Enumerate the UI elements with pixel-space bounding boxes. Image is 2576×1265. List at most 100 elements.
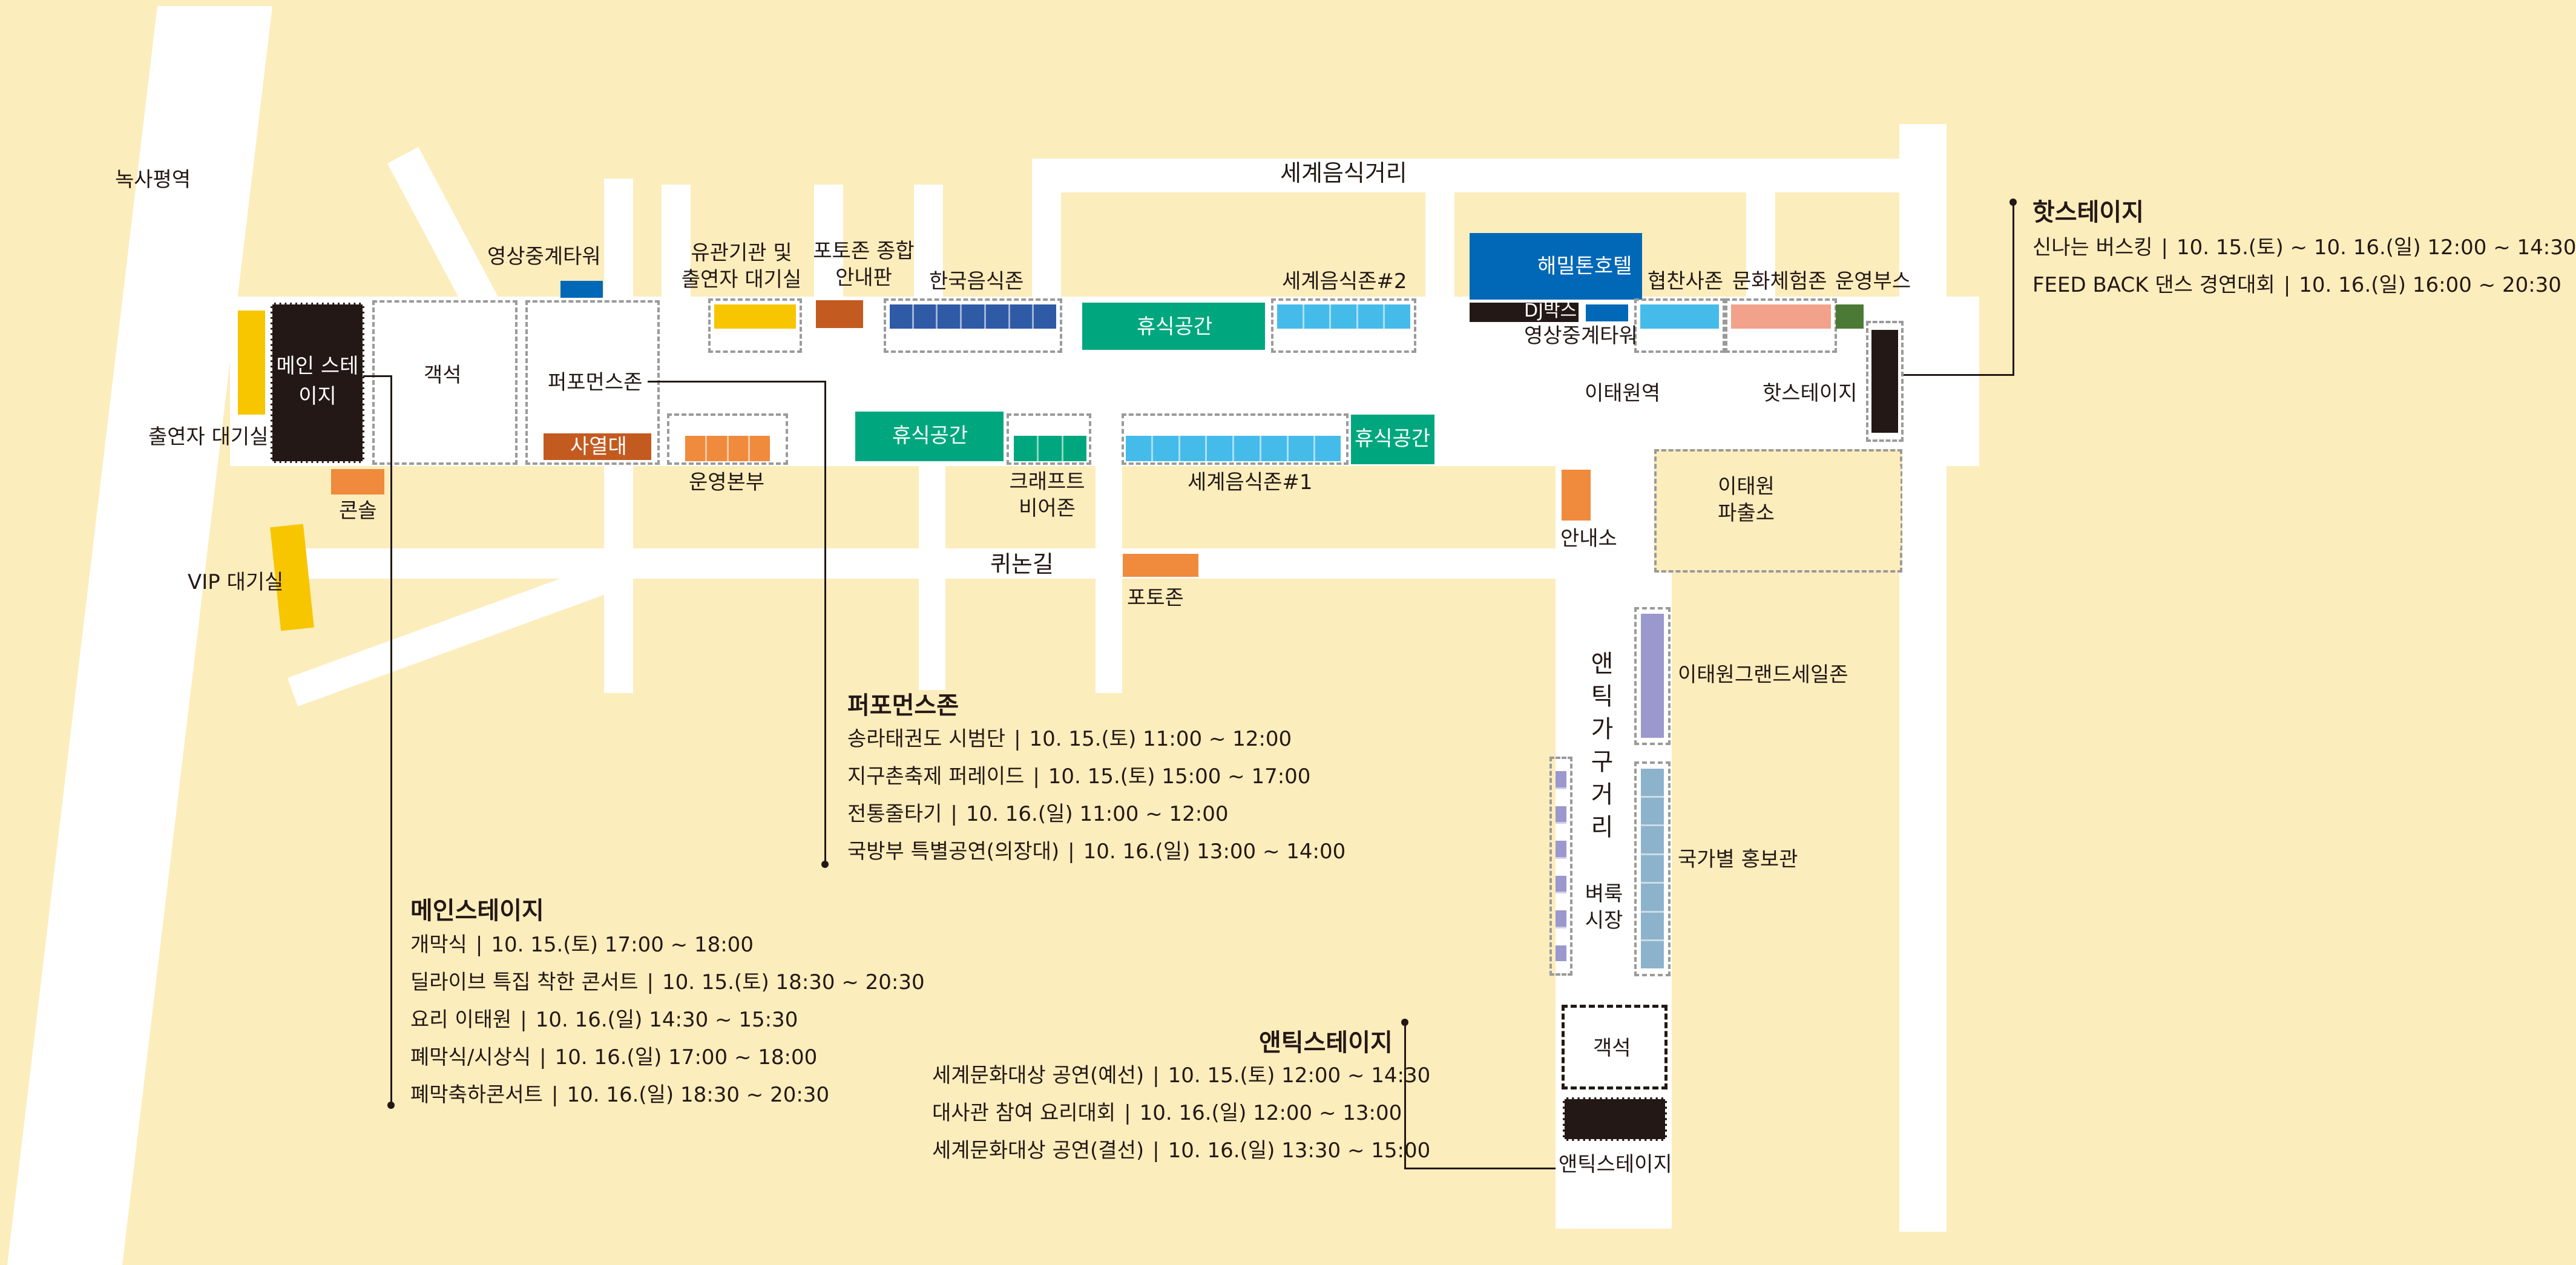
- grand-sale-area: [1634, 607, 1671, 745]
- video-tower-2-block: [1586, 304, 1628, 321]
- main-stage-label: 메인 스테이지: [276, 354, 359, 409]
- road-side-3: [814, 185, 843, 306]
- leader-performance-v: [824, 381, 826, 865]
- country-pr-stalls: [1641, 769, 1664, 968]
- list-item: 폐막축하콘서트|10. 16.(일) 18:30 ~ 20:30: [410, 1083, 830, 1107]
- hot-stage-title: 핫스테이지: [2032, 199, 2144, 226]
- list-item: 요리 이태원|10. 16.(일) 14:30 ~ 15:30: [410, 1008, 798, 1032]
- road-side-2: [662, 185, 691, 306]
- korean-food-label: 한국음식존: [929, 269, 1024, 294]
- seats-main-label: 객석: [424, 363, 462, 387]
- world-food-1-stalls: [1126, 436, 1341, 461]
- road-world-food-left: [1032, 159, 1061, 304]
- related-org-label: 유관기관 및 출연자 대기실: [681, 241, 802, 292]
- main-stage-block[interactable]: [271, 303, 364, 463]
- photo-zone-info-label: 포토존 종합안내판: [813, 239, 915, 290]
- rest-left-block: [855, 412, 1004, 461]
- rest-left-label: 휴식공간: [892, 424, 968, 448]
- list-item: 송라태권도 시범단|10. 15.(토) 11:00 ~ 12:00: [847, 727, 1292, 751]
- list-item: 전통줄타기|10. 16.(일) 11:00 ~ 12:00: [847, 802, 1229, 826]
- antique-stage-block[interactable]: [1563, 1097, 1667, 1141]
- hot-stage-map-label: 핫스테이지: [1763, 381, 1858, 406]
- road-side-5: [1425, 188, 1454, 303]
- leader-hot-stage-v: [2012, 203, 2014, 376]
- world-food-street-label: 세계음식거리: [1280, 160, 1407, 186]
- console-block: [331, 469, 384, 494]
- road-world-food-top: [1032, 159, 1928, 192]
- antique-stage-events: 세계문화대상 공연(예선)|10. 15.(토) 12:00 ~ 14:30 대…: [932, 1057, 1431, 1169]
- itaewon-station-label: 이태원역: [1585, 381, 1661, 406]
- leader-hot-stage-h: [1904, 374, 2014, 376]
- info-center-label: 안내소: [1560, 527, 1617, 551]
- photo-zone-info-block: [816, 300, 863, 328]
- performer-wait-block: [238, 310, 265, 415]
- related-org-block: [714, 304, 796, 329]
- seats-antique-area: [1562, 1005, 1668, 1089]
- photo-zone-block: [1123, 554, 1198, 577]
- list-item: 딜라이브 특집 착한 콘서트|10. 15.(토) 18:30 ~ 20:30: [410, 970, 925, 994]
- craft-beer-stalls: [1014, 436, 1086, 461]
- ops-hq-stalls: [685, 436, 770, 461]
- antique-stage-title: 앤틱스테이지: [1259, 1029, 1393, 1057]
- list-item: 대사관 참여 요리대회|10. 16.(일) 12:00 ~ 13:00: [932, 1101, 1402, 1125]
- rest-right-label: 휴식공간: [1355, 427, 1431, 451]
- world-food-2-area: [1271, 298, 1416, 353]
- rest-right-block: [1351, 415, 1434, 464]
- grand-sale-block: [1641, 614, 1664, 738]
- quinon-label: 퀴논길: [990, 551, 1054, 577]
- video-tower-top-block: [560, 281, 603, 298]
- leader-antique-v: [1404, 1023, 1406, 1169]
- police-road-fill: [1671, 466, 1901, 548]
- seats-main-area: [372, 300, 518, 465]
- road-quinon-diagonal: [288, 562, 617, 706]
- leader-main-v: [390, 375, 392, 1105]
- road-side-4: [914, 185, 943, 306]
- list-item: FEED BACK 댄스 경연대회|10. 16.(일) 16:00 ~ 20:…: [2032, 273, 2561, 297]
- leader-performance-dot: [821, 861, 829, 868]
- road-right-stub: [1943, 297, 1979, 466]
- sayeoldae-block: [544, 433, 651, 460]
- leader-main-h: [363, 375, 392, 377]
- list-item: 신나는 버스킹|10. 15.(토) ~ 10. 16.(일) 12:00 ~ …: [2032, 235, 2576, 260]
- leader-performance-h: [648, 381, 826, 383]
- sayeoldae-label: 사열대: [570, 435, 627, 459]
- leader-antique-dot: [1401, 1019, 1408, 1026]
- ops-hq-area: [667, 413, 788, 465]
- hamilton-label: 해밀톤호텔: [1537, 254, 1632, 278]
- sponsor-zone-area: [1634, 298, 1725, 353]
- world-food-2-label: 세계음식존#2: [1282, 269, 1407, 294]
- police-label: 이태원 파출소: [1718, 475, 1775, 525]
- seats-antique-label: 객석: [1593, 1036, 1631, 1060]
- country-pr-area: [1634, 761, 1671, 976]
- korean-food-area: [884, 298, 1062, 353]
- world-food-1-label: 세계음식존#1: [1188, 470, 1313, 494]
- sponsor-zone-label: 협찬사존: [1648, 269, 1724, 294]
- world-food-1-area: [1122, 413, 1349, 465]
- grand-sale-label: 이태원그랜드세일존: [1678, 663, 1848, 687]
- performance-zone-events: 송라태권도 시범단|10. 15.(토) 11:00 ~ 12:00 지구촌축제…: [847, 720, 1346, 870]
- list-item: 세계문화대상 공연(예선)|10. 15.(토) 12:00 ~ 14:30: [932, 1063, 1431, 1088]
- video-tower-2-label: 영상중계타워: [1524, 324, 1638, 348]
- sponsor-zone-block: [1640, 304, 1719, 329]
- photo-zone-label: 포토존: [1127, 586, 1184, 610]
- performance-zone-area[interactable]: [525, 300, 660, 465]
- list-item: 지구촌축제 퍼레이드|10. 15.(토) 15:00 ~ 17:00: [847, 764, 1311, 789]
- noksapyeong-label: 녹사평역: [115, 168, 191, 192]
- list-item: 국방부 특별공연(의장대)|10. 16.(일) 13:00 ~ 14:00: [847, 840, 1346, 864]
- hamilton-block: [1470, 233, 1642, 300]
- korean-food-stalls: [890, 304, 1056, 329]
- flea-market-area: [1549, 757, 1572, 976]
- ops-hq-label: 운영본부: [689, 470, 765, 494]
- road-side-7: [919, 466, 945, 690]
- antique-street-label: 앤틱가구거리: [1591, 650, 1614, 841]
- culture-zone-label: 문화체험존: [1732, 269, 1827, 294]
- road-side-8: [1096, 466, 1122, 693]
- hot-stage-area[interactable]: [1866, 321, 1904, 442]
- road-right-vertical: [1899, 124, 1947, 1232]
- ops-booth-label: 운영부스: [1835, 269, 1911, 294]
- dj-booth-label: DJ박스: [1524, 300, 1577, 321]
- main-stage-events: 개막식|10. 15.(토) 17:00 ~ 18:00 딜라이브 특집 착한 …: [410, 926, 925, 1114]
- festival-map: 메인 스테이지 객석 퍼포먼스존 사열대 콘솔 휴식공간 해밀톤호텔 DJ박스 …: [7, 6, 2576, 1265]
- performance-zone-title: 퍼포먼스존: [847, 692, 959, 720]
- rest-top-label: 휴식공간: [1137, 315, 1213, 339]
